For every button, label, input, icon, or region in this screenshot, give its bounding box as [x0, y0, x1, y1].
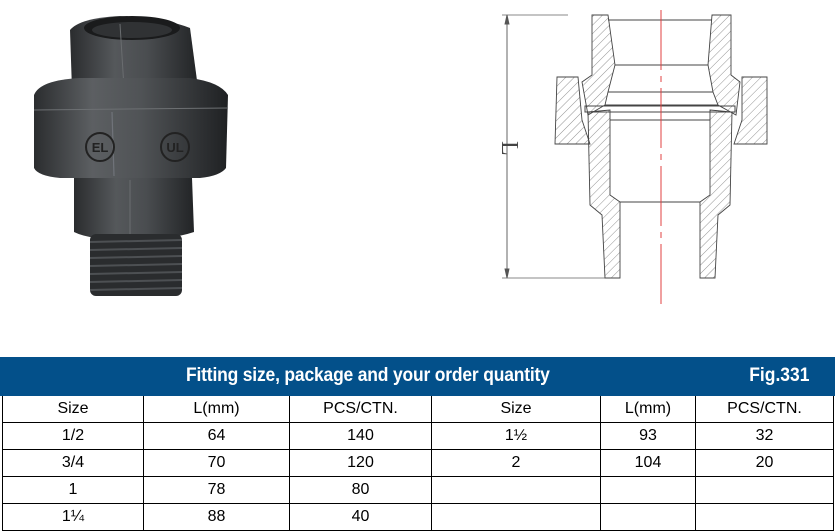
figure-number: Fig.331	[748, 365, 809, 386]
table-cell	[695, 476, 834, 504]
table-cell: 3/4	[2, 449, 144, 477]
table-cell: 20	[695, 449, 834, 477]
table-cell: 140	[289, 422, 432, 450]
column-header: PCS/CTN.	[695, 396, 834, 423]
svg-text:EL: EL	[92, 140, 109, 155]
table-cell: 32	[695, 422, 834, 450]
table-cell: 78	[143, 476, 290, 504]
cross-section-drawing: L	[480, 10, 800, 310]
table-title: Fitting size, package and your order qua…	[186, 365, 550, 386]
table-cell: 104	[600, 449, 696, 477]
table-row: 1¼ 88 40	[2, 503, 834, 531]
table-header-bar: Fitting size, package and your order qua…	[0, 357, 835, 396]
table-cell	[431, 476, 601, 504]
column-header: Size	[2, 396, 144, 423]
table-cell: 1½	[431, 422, 601, 450]
dimension-label-l: L	[496, 141, 522, 156]
svg-text:UL: UL	[166, 140, 183, 155]
table-cell: 88	[143, 503, 290, 531]
size-table: Size L(mm) PCS/CTN. Size L(mm) PCS/CTN. …	[2, 396, 834, 531]
table-cell: 2	[431, 449, 601, 477]
table-row: 3/4 70 120 2 104 20	[2, 449, 834, 477]
table-cell: 1¼	[2, 503, 144, 531]
table-row: 1 78 80	[2, 476, 834, 504]
table-cell: 64	[143, 422, 290, 450]
table-cell: 1/2	[2, 422, 144, 450]
column-header: L(mm)	[600, 396, 696, 423]
table-cell	[431, 503, 601, 531]
table-cell	[600, 476, 696, 504]
column-header: Size	[431, 396, 601, 423]
table-header-row: Size L(mm) PCS/CTN. Size L(mm) PCS/CTN.	[2, 396, 834, 423]
table-cell	[695, 503, 834, 531]
table-cell: 70	[143, 449, 290, 477]
product-photo: EL UL	[20, 0, 230, 310]
table-row: 1/2 64 140 1½ 93 32	[2, 422, 834, 450]
table-cell: 93	[600, 422, 696, 450]
union-cross-section-icon: L	[496, 10, 768, 305]
union-fitting-photo-icon: EL UL	[33, 16, 229, 296]
column-header: PCS/CTN.	[289, 396, 432, 423]
table-cell: 40	[289, 503, 432, 531]
table-cell: 120	[289, 449, 432, 477]
table-cell: 1	[2, 476, 144, 504]
column-header: L(mm)	[143, 396, 290, 423]
table-cell: 80	[289, 476, 432, 504]
table-cell	[600, 503, 696, 531]
